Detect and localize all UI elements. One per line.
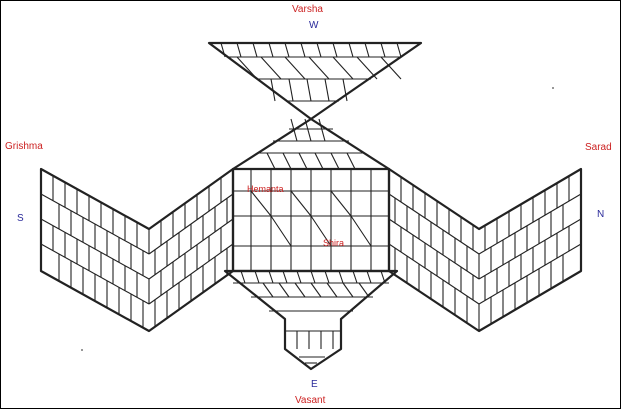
right-wing-course — [388, 193, 480, 255]
neck-right-edge — [310, 118, 390, 170]
head-joint — [332, 42, 338, 58]
altar-outline — [39, 41, 583, 371]
bottom-season-label: Vasant — [295, 395, 326, 406]
scan-speck — [81, 349, 83, 351]
neck-joint — [318, 118, 326, 142]
inner-upper-season-label: Hemanta — [247, 184, 284, 194]
head-joint — [380, 42, 386, 58]
neck-joint — [282, 152, 292, 170]
brick-grid — [40, 42, 582, 364]
head-diagonal — [236, 56, 258, 80]
head-outline — [207, 41, 423, 121]
head-diagonal — [356, 56, 378, 80]
neck-joint — [266, 152, 276, 170]
top-season-label: Varsha — [292, 4, 323, 15]
head-diagonal — [380, 56, 402, 80]
neck-joint — [298, 152, 308, 170]
head-joint — [364, 42, 370, 58]
head-joint — [316, 42, 322, 58]
head-joint — [220, 42, 226, 58]
right-wing-course — [478, 193, 582, 255]
scan-speck — [552, 87, 554, 89]
tail-joint — [338, 270, 344, 284]
tail-joint — [366, 270, 372, 284]
tail-joint — [240, 270, 246, 284]
head-joint — [348, 42, 354, 58]
right-wing-course — [388, 243, 480, 305]
head-joint — [284, 42, 290, 58]
body-diagonal — [310, 215, 332, 247]
tail-diagonal — [358, 282, 370, 298]
body-diagonal — [330, 190, 352, 217]
neck-joint — [290, 118, 298, 142]
west-direction-label: W — [309, 20, 319, 31]
head-joint — [342, 78, 348, 102]
head-joint — [300, 42, 306, 58]
left-wing-outline — [39, 167, 235, 333]
head-joint — [288, 78, 294, 102]
head-diagonal — [332, 56, 354, 80]
head-joint — [396, 42, 402, 58]
tail-diagonal — [310, 282, 322, 298]
tail-outline — [223, 269, 399, 371]
tail-joint — [254, 270, 260, 284]
head-joint — [270, 78, 276, 102]
tail-diagonal — [278, 282, 290, 298]
tail-joint — [310, 270, 316, 284]
body-diagonal — [250, 190, 272, 217]
inner-lower-season-label: Shira — [323, 238, 345, 248]
head-diagonal — [284, 56, 306, 80]
body-diagonal — [270, 215, 292, 247]
head-joint — [268, 42, 274, 58]
right-wing-course — [478, 243, 582, 305]
right-wing-course — [478, 218, 582, 280]
head-diagonal — [260, 56, 282, 80]
neck-joint — [346, 152, 356, 170]
head-joint — [236, 42, 242, 58]
tail-diagonal — [262, 282, 274, 298]
tail-joint — [352, 270, 358, 284]
neck-joint — [314, 152, 324, 170]
right-wing-course — [388, 218, 480, 280]
tail-diagonal — [326, 282, 338, 298]
east-direction-label: E — [311, 379, 318, 390]
tail-joint — [282, 270, 288, 284]
right-season-label: Sarad — [585, 142, 612, 153]
neck-joint — [330, 152, 340, 170]
body-diagonal — [290, 190, 312, 217]
tail-joint — [324, 270, 330, 284]
tail-diagonal — [294, 282, 306, 298]
neck-joint — [304, 118, 312, 142]
north-direction-label: N — [597, 209, 605, 220]
south-direction-label: S — [17, 213, 24, 224]
head-joint — [252, 42, 258, 58]
head-joint — [306, 78, 312, 102]
head-diagonal — [308, 56, 330, 80]
neck-left-edge — [232, 118, 312, 170]
head-joint — [324, 78, 330, 102]
tail-diagonal — [342, 282, 354, 298]
body-diagonal — [350, 215, 372, 247]
left-season-label: Grishma — [5, 141, 43, 152]
tail-joint — [296, 270, 302, 284]
tail-joint — [268, 270, 274, 284]
tail-joint — [380, 270, 386, 284]
